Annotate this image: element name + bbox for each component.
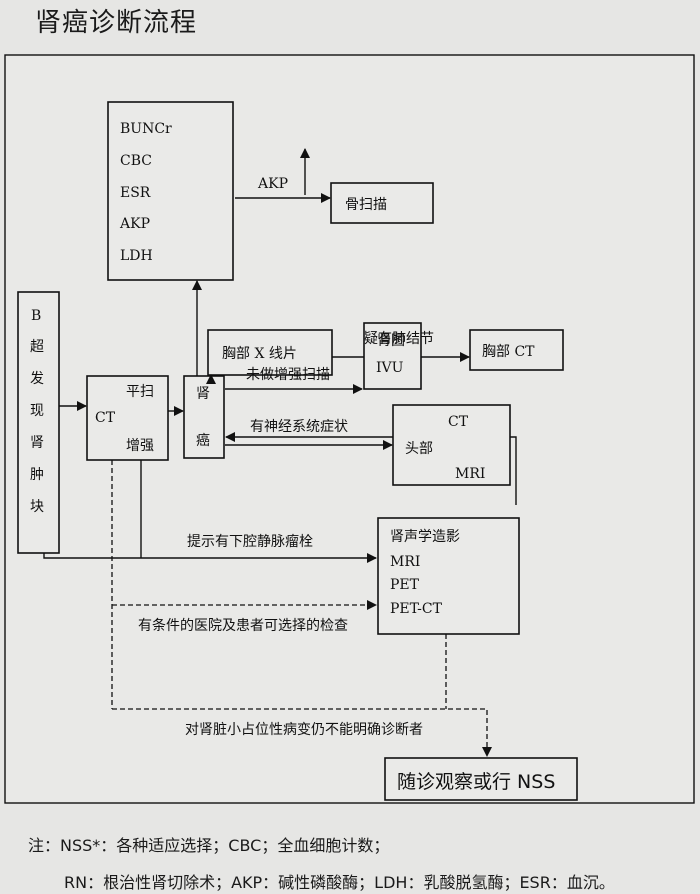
ultrasound-box: B 超 发 现 肾 肿 块 (17, 291, 60, 554)
lab-item: LDH (120, 248, 153, 264)
edge-label-no-enhanced: 未做增强扫描 (246, 367, 330, 383)
page-title: 肾癌诊断流程 (35, 8, 198, 38)
ct-enhanced-label: 增强 (126, 438, 154, 454)
head-mri-label: MRI (455, 466, 485, 482)
lab-tests-box: BUNCr CBC ESR AKP LDH (107, 101, 234, 281)
lab-item: AKP (119, 216, 150, 232)
edge-label-lung-nodule: 疑有肺结节 (364, 331, 434, 347)
ct-label: CT (95, 410, 116, 426)
advanced-item: MRI (390, 554, 420, 570)
head-imaging-box: CT 头部 MRI (392, 404, 511, 486)
dashed-arrow-followup (112, 708, 492, 757)
renal-cancer-box: 肾 癌 (183, 375, 225, 459)
advanced-item: PET-CT (390, 601, 443, 617)
ultrasound-char: 发 (30, 371, 44, 387)
ivu-box: 肾图 IVU (363, 322, 422, 390)
chest-ct-box: 胸部 CT (469, 329, 564, 371)
ultrasound-char: 现 (30, 403, 44, 419)
note-line: RN：根治性肾切除术；AKP：碱性磷酸酶；LDH：乳酸脱氢酶；ESR：血沉。 (64, 873, 615, 892)
lab-item: BUNCr (120, 121, 172, 137)
edge-label-undetermined: 对肾脏小占位性病变仍不能明确诊断者 (185, 722, 423, 738)
lab-item: ESR (120, 185, 151, 201)
ultrasound-char: B (31, 308, 41, 324)
head-ct-label: CT (448, 414, 469, 430)
chest-xray-label: 胸部 X 线片 (222, 346, 297, 362)
advanced-item: 肾声学造影 (390, 529, 460, 545)
ivu-label: IVU (376, 360, 404, 376)
bone-scan-label: 骨扫描 (345, 197, 387, 213)
edge-label-neuro: 有神经系统症状 (250, 419, 348, 435)
ivu-label: 肾图 (377, 333, 405, 349)
bone-scan-box: 骨扫描 (330, 182, 434, 224)
advanced-imaging-box: 肾声学造影 MRI PET PET-CT (377, 517, 520, 635)
renal-cancer-char: 肾 (196, 386, 210, 402)
ct-plain-label: 平扫 (126, 384, 154, 400)
edge-label-akp: AKP (257, 176, 288, 192)
followup-box: 随诊观察或行 NSS (384, 757, 578, 801)
advanced-item: PET (390, 577, 420, 593)
head-label: 头部 (405, 441, 433, 457)
feedback-arrow (225, 432, 517, 505)
chest-ct-label: 胸部 CT (482, 344, 535, 360)
edge-label-optional: 有条件的医院及患者可选择的检查 (138, 617, 348, 634)
renal-cancer-char: 癌 (196, 433, 210, 449)
edge-label-ivc: 提示有下腔静脉瘤栓 (187, 533, 313, 550)
followup-label: 随诊观察或行 NSS (397, 771, 555, 793)
lab-item: CBC (120, 153, 152, 169)
arrow-to-advanced-imaging (43, 553, 377, 563)
note-line: 注：NSS*：各种适应选择；CBC；全血细胞计数； (28, 836, 390, 855)
ultrasound-char: 肾 (30, 435, 44, 451)
chest-xray-box: 胸部 X 线片 (207, 329, 333, 376)
ultrasound-char: 肿 (30, 467, 44, 483)
ct-box: 平扫 CT 增强 (86, 375, 169, 461)
edge-labels: AKP 疑有肺结节 未做增强扫描 有神经系统症状 提示有下腔静脉瘤栓 有条件的医… (138, 176, 434, 738)
ultrasound-char: 超 (30, 339, 44, 355)
ultrasound-char: 块 (30, 499, 44, 515)
